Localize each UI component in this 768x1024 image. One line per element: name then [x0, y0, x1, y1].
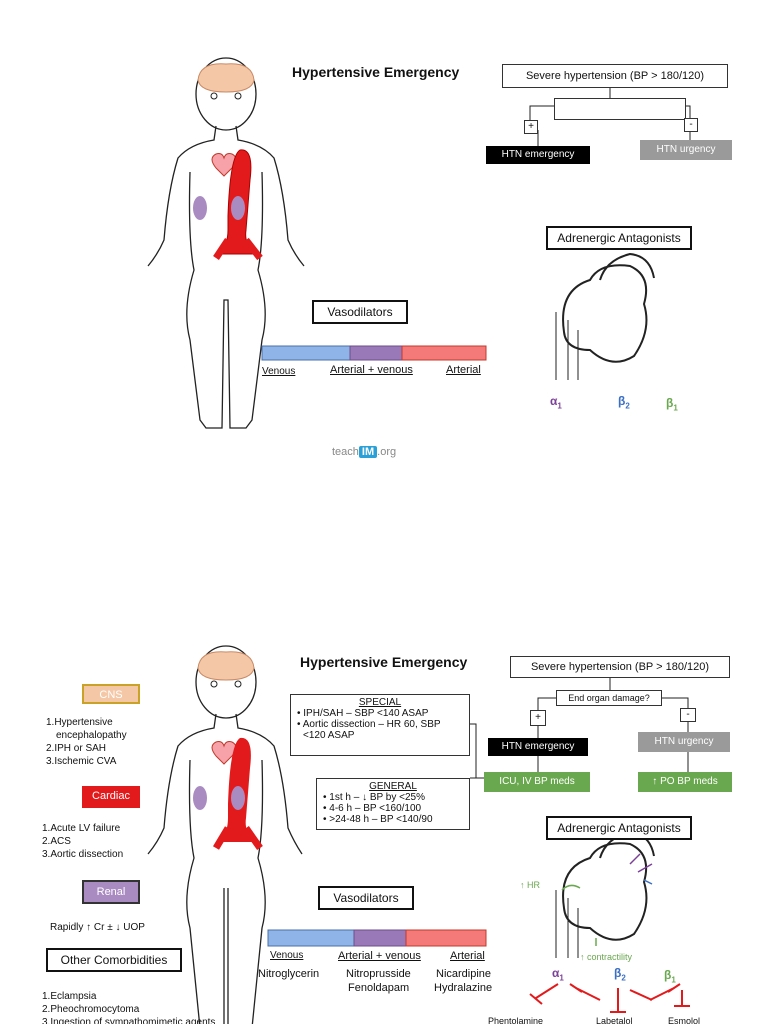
slide-complete: Hypertensive Emergency Severe hypertensi…: [40, 628, 732, 1024]
special-item: <120 ASAP: [303, 730, 355, 741]
list-item: 2.Pheochromocytoma: [42, 1004, 140, 1015]
kidney-icon: [193, 786, 207, 810]
phentolamine-label: Phentolamine: [488, 1016, 544, 1024]
page-title: Hypertensive Emergency: [292, 64, 460, 80]
kidney-icon: [231, 786, 245, 810]
special-heading: SPECIAL: [358, 697, 402, 708]
list-item: 1.Eclampsia: [42, 991, 97, 1002]
list-item: 2.ACS: [42, 836, 71, 847]
special-box: SPECIAL • IPH/SAH – SBP <140 ASAP • Aort…: [290, 694, 470, 756]
list-item: 3.Aortic dissection: [42, 849, 124, 860]
other-list: 1.Eclampsia 2.Pheochromocytoma 3.Ingesti…: [42, 990, 215, 1024]
body-figure: [147, 645, 690, 1024]
arterial-label: Arterial: [450, 950, 485, 962]
htn-emergency-box: HTN emergency: [486, 146, 590, 164]
body-figure: [147, 57, 691, 429]
icu-box: ICU, IV BP meds: [484, 772, 590, 792]
drug-hydralazine: Hydralazine: [434, 982, 493, 994]
special-item: • Aortic dissection – HR 60, SBP: [297, 719, 441, 730]
general-heading: GENERAL: [369, 781, 417, 792]
flow-minus: -: [680, 708, 696, 722]
cns-list: 1.Hypertensive encephalopathy 2.IPH or S…: [46, 716, 127, 768]
vessel-venous: [261, 345, 351, 361]
general-item: • 4-6 h – BP <160/100: [323, 803, 422, 814]
beta2-label: β2: [618, 394, 630, 411]
vasodilators-title: Vasodilators: [318, 886, 414, 910]
venous-label: Venous: [270, 950, 304, 961]
brain-icon: [197, 63, 255, 93]
cardiac-label: Cardiac: [82, 786, 140, 808]
flow-minus: -: [684, 118, 698, 132]
vessel-mixed: [353, 929, 407, 947]
slide-blank: Hypertensive Emergency Severe hypertensi…: [40, 40, 732, 470]
adrenergic-title: Adrenergic Antagonists: [546, 226, 692, 250]
renal-label: Renal: [82, 880, 140, 904]
hr-label: ↑ HR: [520, 880, 540, 890]
general-box: GENERAL • 1st h – ↓ BP by <25% • 4-6 h –…: [316, 778, 470, 830]
renal-text: Rapidly ↑ Cr ± ↓ UOP: [50, 922, 145, 933]
arterial-venous-label: Arterial + venous: [338, 950, 421, 962]
alpha1-label: α1: [550, 394, 562, 411]
general-item: • 1st h – ↓ BP by <25%: [323, 792, 425, 803]
list-item: 3.Ingestion of sympathomimetic agents: [42, 1017, 216, 1024]
list-item: 1.Acute LV failure: [42, 823, 121, 834]
special-item: • IPH/SAH – SBP <140 ASAP: [297, 708, 429, 719]
general-item: • >24-48 h – BP <140/90: [323, 814, 433, 825]
list-item: encephalopathy: [56, 730, 127, 741]
beta1-label: β1: [664, 968, 676, 985]
vessel-mixed: [349, 345, 403, 361]
other-comorbidities-label: Other Comorbidities: [46, 948, 182, 972]
beta2-label: β2: [614, 966, 626, 983]
brain-icon: [197, 651, 255, 681]
page-title: Hypertensive Emergency: [300, 654, 468, 670]
list-item: 2.IPH or SAH: [46, 743, 107, 754]
drug-nitroglycerin: Nitroglycerin: [258, 968, 320, 980]
flow-question-box: End organ damage?: [556, 690, 662, 706]
drug-fenoldapam: Fenoldapam: [348, 982, 410, 994]
vessel-venous: [267, 929, 355, 947]
venous-label: Venous: [262, 366, 296, 377]
esmolol-label: Esmolol: [668, 1016, 701, 1024]
flow-plus: +: [530, 710, 546, 726]
arterial-label: Arterial: [446, 364, 481, 376]
drug-nitroprusside: Nitroprusside: [346, 968, 411, 980]
htn-urgency-box: HTN urgency: [640, 140, 732, 160]
po-meds-box: ↑ PO BP meds: [638, 772, 732, 792]
arterial-venous-label: Arterial + venous: [330, 364, 413, 376]
labetalol-label: Labetalol: [596, 1016, 633, 1024]
cardiac-list: 1.Acute LV failure 2.ACS 3.Aortic dissec…: [42, 822, 123, 861]
contractility-label: ↑ contractility: [580, 952, 633, 962]
vessel-arterial: [401, 345, 487, 361]
flow-question-box-empty: [554, 98, 686, 120]
alpha1-label: α1: [552, 966, 564, 983]
adrenergic-title: Adrenergic Antagonists: [546, 816, 692, 840]
kidney-icon: [193, 196, 207, 220]
heart-diagram: [562, 252, 655, 363]
drug-nicardipine: Nicardipine: [436, 968, 492, 980]
htn-urgency-box: HTN urgency: [638, 732, 730, 752]
flow-top-box: Severe hypertension (BP > 180/120): [510, 656, 730, 678]
kidney-icon: [231, 196, 245, 220]
vessel-arterial: [405, 929, 487, 947]
flow-top-box: Severe hypertension (BP > 180/120): [502, 64, 728, 88]
cns-label: CNS: [82, 684, 140, 704]
list-item: 1.Hypertensive: [46, 717, 113, 728]
htn-emergency-box: HTN emergency: [488, 738, 588, 756]
list-item: 3.Ischemic CVA: [46, 756, 117, 767]
vasodilators-title: Vasodilators: [312, 300, 408, 324]
flow-plus: +: [524, 120, 538, 134]
beta1-label: β1: [666, 396, 678, 413]
